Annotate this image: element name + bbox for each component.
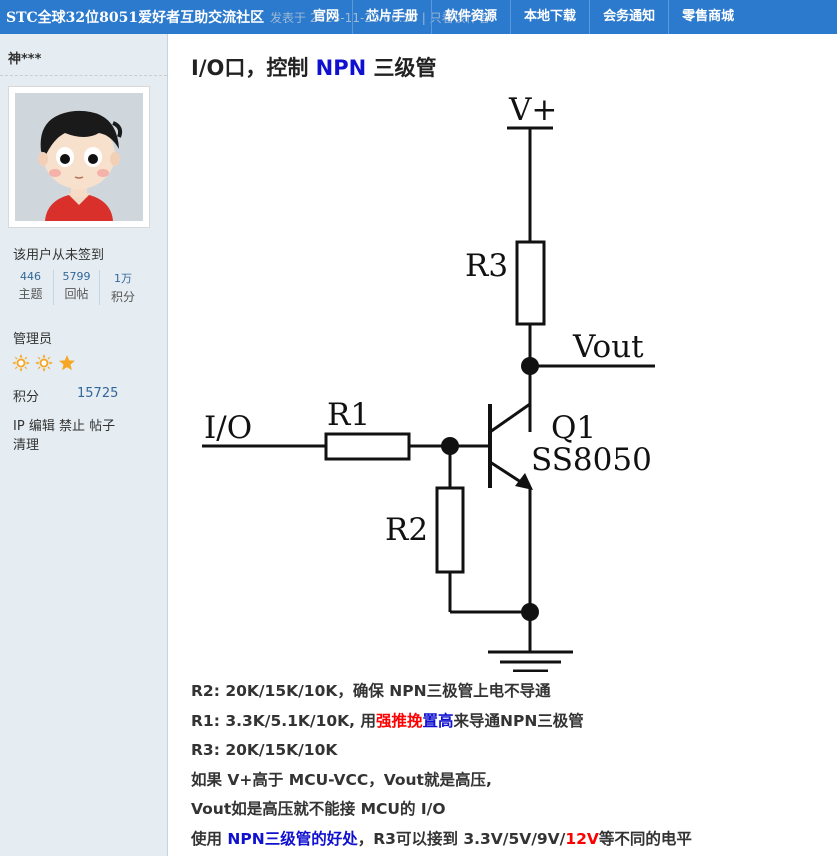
npn-schematic-diagram: V+ R3 Vout I/O R1 Q1 SS8050 R2 [202, 92, 655, 672]
nav-official[interactable]: 官网 [313, 9, 340, 24]
nav-shop[interactable]: 零售商城 [668, 0, 747, 34]
author-username[interactable]: 神*** [0, 34, 167, 76]
label-part: SS8050 [531, 442, 652, 478]
line-benefit-mid: ，R3可以接到 3.3V/5V/9V/ [357, 829, 566, 848]
credit-label: 积分 [13, 390, 40, 405]
avatar-image [15, 93, 143, 221]
post-content: I/O口，控制 NPN 三级管 [169, 34, 837, 856]
post-body: R2: 20K/15K/10K，确保 NPN三极管上电不导通 R1: 3.3K/… [191, 677, 692, 854]
sign-in-status: 该用户从未签到 [13, 248, 105, 263]
line-r1-red: 强推挽 [375, 711, 423, 730]
nav-datasheets[interactable]: 芯片手册 [352, 0, 431, 34]
resistor-r1 [324, 432, 411, 461]
label-r3: R3 [465, 248, 508, 284]
line-benefit: 使用 NPN三级管的好处，R3可以接到 3.3V/5V/9V/12V等不同的电平 [191, 825, 692, 855]
resistor-r3 [515, 240, 546, 326]
top-bar: STC全球32位8051爱好者互助交流社区 发表于 2023-11-20 06:… [0, 0, 837, 34]
line-benefit-tail: 等不同的电平 [598, 829, 692, 848]
avatar[interactable] [8, 86, 150, 228]
credit-value: 15725 [77, 386, 119, 401]
admin-link-ip[interactable]: IP [13, 419, 25, 434]
line-r3: R3: 20K/15K/10K [191, 741, 338, 759]
label-vout: Vout [572, 329, 644, 365]
label-q1: Q1 [551, 410, 596, 446]
junction-dot [521, 603, 539, 621]
post-title-prefix: I/O口，控制 [191, 56, 316, 80]
line-benefit-blue: NPN三级管的好处 [227, 829, 358, 848]
line-r1-blue: 置高 [422, 711, 454, 730]
post-title-highlight: NPN [315, 56, 367, 80]
line-benefit-pre: 使用 [191, 829, 228, 848]
resistor-r2 [435, 486, 465, 574]
rank-stars [12, 354, 76, 372]
line-vplus-note: 如果 V+高于 MCU-VCC，Vout就是高压, [191, 770, 492, 789]
stat-replies-label: 回帖 [64, 287, 89, 301]
nav-notices[interactable]: 会务通知 [589, 0, 668, 34]
post-meta-ghost: 发表于 2023-11-20 06:36 | 只看该作者 [270, 11, 490, 25]
post-title-suffix: 三级管 [366, 56, 437, 80]
sun-icon [35, 354, 53, 372]
stat-replies[interactable]: 5799 回帖 [54, 270, 100, 305]
admin-links: IP 编辑 禁止 帖子 清理 [13, 417, 153, 455]
junction-dot [441, 437, 459, 455]
emitter-arrow-icon [515, 473, 533, 490]
avatar-cartoon-icon [15, 93, 143, 221]
main-nav: 官网 芯片手册 软件资源 本地下载 会务通知 零售商城 [300, 0, 747, 34]
stat-topics-value: 446 [20, 270, 41, 283]
admin-link-ban[interactable]: 禁止 [58, 419, 85, 434]
line-r1-text: R1: 3.3K/5.1K/10K, 用 [191, 711, 376, 730]
line-r2: R2: 20K/15K/10K，确保 NPN三极管上电不导通 [191, 682, 551, 700]
junction-dot [521, 357, 539, 375]
admin-link-posts[interactable]: 帖子 [89, 419, 116, 434]
stat-credits-value: 1万 [114, 272, 132, 285]
line-r1-tail: 来导通NPN三极管 [453, 711, 584, 730]
admin-link-edit[interactable]: 编辑 [28, 419, 55, 434]
author-stats: 446 主题 5799 回帖 1万 积分 [8, 270, 146, 305]
label-r2: R2 [385, 512, 428, 548]
line-r1: R1: 3.3K/5.1K/10K, 用强推挽置高来导通NPN三极管 [191, 707, 692, 737]
site-title-link[interactable]: STC全球32位8051爱好者互助交流社区 [6, 10, 265, 26]
user-role[interactable]: 管理员 [13, 332, 53, 347]
star-icon [59, 355, 75, 371]
stat-credits[interactable]: 1万 积分 [100, 270, 146, 305]
line-vout-note: Vout如是高压就不能接 MCU的 I/O [191, 800, 446, 818]
sun-icon [12, 354, 30, 372]
admin-link-clean[interactable]: 清理 [13, 438, 40, 453]
line-benefit-red: 12V [565, 829, 599, 848]
post-title: I/O口，控制 NPN 三级管 [191, 52, 437, 82]
nav-software[interactable]: 软件资源 [431, 0, 510, 34]
label-vplus: V+ [508, 92, 557, 128]
label-r1: R1 [327, 397, 370, 433]
stat-topics-label: 主题 [18, 287, 43, 301]
stat-topics[interactable]: 446 主题 [8, 270, 54, 305]
author-sidebar: 神*** 该用户从未签到 [0, 34, 168, 856]
stat-credits-label: 积分 [110, 290, 135, 304]
label-io: I/O [204, 410, 252, 446]
nav-downloads[interactable]: 本地下载 [510, 0, 589, 34]
stat-replies-value: 5799 [62, 270, 91, 283]
